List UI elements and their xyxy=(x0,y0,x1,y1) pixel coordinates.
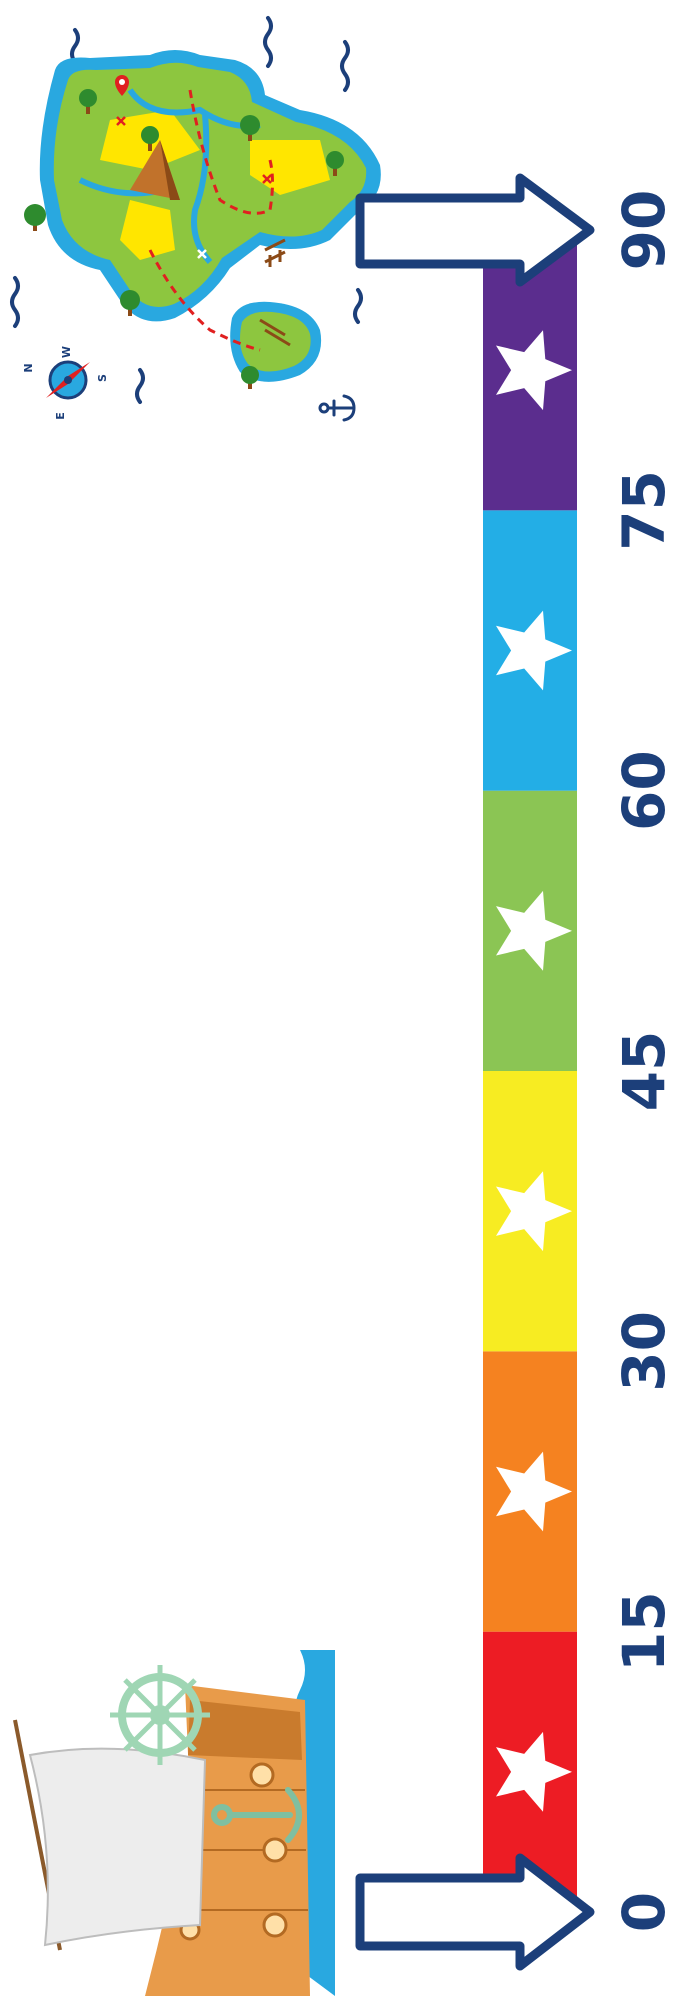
tick-label-45: 45 xyxy=(610,1031,678,1112)
arrow-icon-start xyxy=(355,1853,595,1971)
star-icon xyxy=(496,1731,572,1812)
star-icon xyxy=(496,1451,572,1532)
star-markers xyxy=(496,330,572,1812)
compass-e-label: E xyxy=(54,412,67,420)
compass-icon: N W S E xyxy=(22,346,109,420)
arrow-icon-end xyxy=(355,173,595,287)
tick-label-0: 0 xyxy=(610,1892,678,1932)
treasure-map-icon xyxy=(10,16,381,404)
compass-w-label: W xyxy=(60,346,73,358)
ship-icon xyxy=(13,1650,335,1996)
tick-labels: 0 15 30 45 60 75 90 xyxy=(610,190,678,1933)
number-line-bar xyxy=(483,230,577,1912)
star-icon xyxy=(496,1171,572,1252)
tick-label-60: 60 xyxy=(610,750,678,831)
tick-label-75: 75 xyxy=(610,470,678,551)
star-icon xyxy=(496,610,572,691)
star-icon xyxy=(496,330,572,411)
anchor-icon xyxy=(318,394,356,422)
tick-label-90: 90 xyxy=(610,190,678,271)
compass-n-label: N xyxy=(22,363,35,372)
tick-label-15: 15 xyxy=(610,1591,678,1672)
tick-label-30: 30 xyxy=(610,1311,678,1392)
star-icon xyxy=(496,890,572,971)
compass-s-label: S xyxy=(96,374,109,382)
